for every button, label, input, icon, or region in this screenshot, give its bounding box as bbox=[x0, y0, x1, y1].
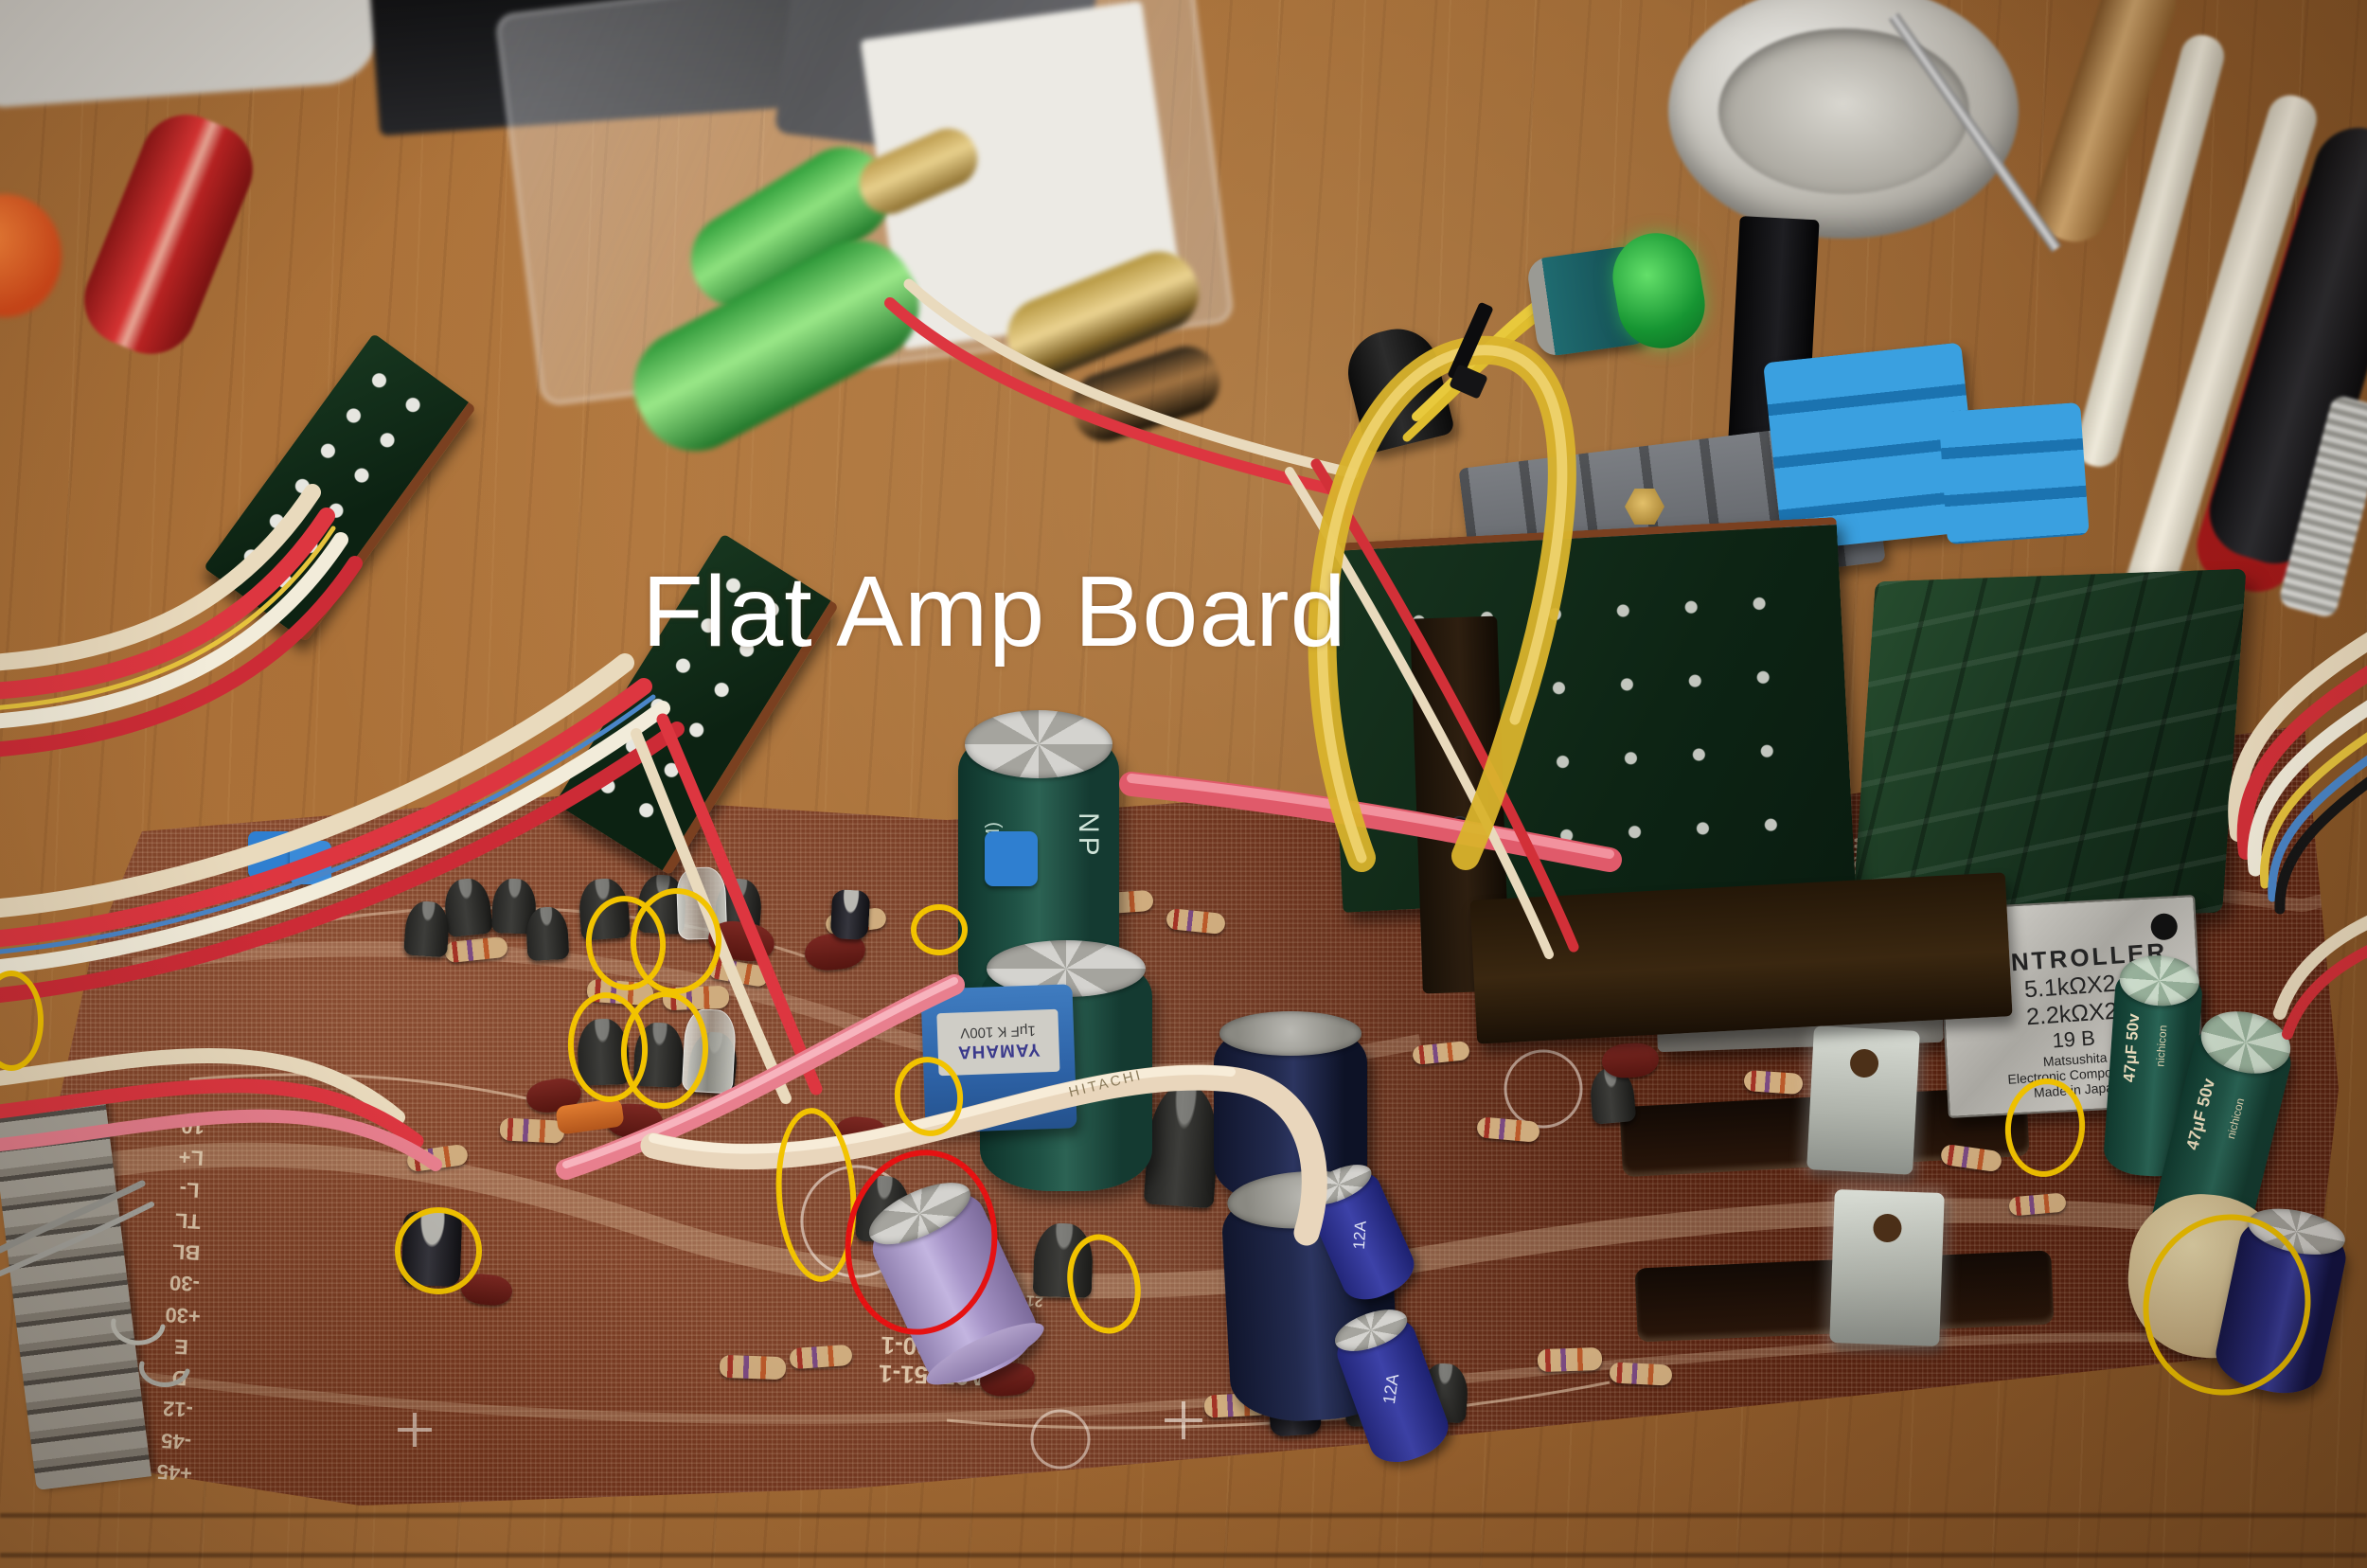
blue-trimmer bbox=[985, 831, 1038, 886]
yamaha-film-capacitor: YAMAHA 1μF K 100V bbox=[920, 984, 1077, 1133]
component-tr bbox=[576, 1018, 631, 1086]
capacitor-vent-top bbox=[861, 1170, 980, 1257]
yellow-annotation-circle bbox=[1058, 1227, 1150, 1341]
component-res bbox=[499, 1117, 565, 1144]
small-blue-capacitor: 12A bbox=[1329, 1301, 1456, 1472]
edge-pin-label: -45 bbox=[160, 1428, 192, 1454]
yellow-annotation-circle bbox=[770, 1105, 863, 1285]
capacitor-marking: 12A bbox=[1379, 1372, 1403, 1406]
controller-body bbox=[1851, 568, 2247, 926]
component-mar bbox=[803, 930, 867, 973]
component-res bbox=[1609, 1362, 1673, 1386]
desk-plank-groove bbox=[0, 1553, 2367, 1558]
component-bk bbox=[829, 888, 871, 941]
component-res bbox=[1476, 1116, 1540, 1143]
component-bk bbox=[400, 1210, 463, 1288]
component-res bbox=[405, 1143, 470, 1173]
nichicon-brand: nichicon bbox=[2153, 1025, 2170, 1068]
component-res bbox=[706, 956, 771, 989]
component-trc bbox=[675, 866, 728, 940]
component-mar bbox=[524, 1076, 584, 1115]
capacitor-marking: 12A bbox=[1349, 1220, 1370, 1251]
connector-pcb-green bbox=[203, 332, 477, 643]
component-res bbox=[719, 1354, 787, 1381]
edge-pin-label: L- bbox=[179, 1177, 201, 1203]
edge-pin-label: D bbox=[171, 1365, 188, 1391]
component-tr bbox=[441, 876, 494, 938]
solder-joints bbox=[224, 350, 445, 608]
component-tr bbox=[491, 878, 537, 935]
yamaha-label: YAMAHA 1μF K 100V bbox=[936, 1008, 1060, 1077]
edge-connector bbox=[0, 1100, 151, 1490]
component-res bbox=[1166, 907, 1226, 935]
yamaha-value: 1μF K 100V bbox=[959, 1023, 1037, 1042]
to220-transistor bbox=[1806, 1025, 1920, 1175]
component-tr bbox=[632, 1022, 685, 1088]
nichicon-value: 47μF 50v bbox=[2182, 1076, 2219, 1152]
dark-bracket-bar bbox=[1469, 872, 2013, 1044]
component-tr bbox=[577, 877, 632, 941]
desk-plank-groove bbox=[0, 1513, 2367, 1518]
yellow-annotation-circle bbox=[581, 891, 670, 995]
component-tr bbox=[525, 905, 570, 962]
caption-flat-amp-board: Flat Amp Board bbox=[642, 556, 1347, 668]
component-mar bbox=[459, 1272, 514, 1308]
blue-connector-housing bbox=[1938, 401, 2090, 545]
component-tr bbox=[403, 900, 451, 958]
white-cloth bbox=[0, 0, 383, 109]
edge-pin-label: 10 bbox=[180, 1114, 205, 1139]
component-mar bbox=[705, 918, 777, 965]
edge-pin-label: E bbox=[173, 1334, 189, 1360]
capacitor-vent-top bbox=[964, 710, 1113, 778]
nichicon-value: 47μF 50v bbox=[2120, 1012, 2144, 1083]
bracket-hole bbox=[1449, 815, 1471, 838]
yellow-annotation-circle bbox=[617, 989, 712, 1112]
component-tr bbox=[1143, 1082, 1222, 1209]
edge-pin-label: +30 bbox=[164, 1302, 202, 1328]
orange-ball bbox=[0, 194, 62, 317]
capacitor-vent-top bbox=[2194, 1003, 2297, 1083]
component-res bbox=[2008, 1192, 2067, 1217]
capacitor-vent-top bbox=[1219, 1011, 1361, 1056]
edge-pin-label: -12 bbox=[162, 1397, 194, 1423]
component-res bbox=[1412, 1040, 1470, 1066]
component-res bbox=[662, 985, 730, 1011]
nichicon-brand: nichicon bbox=[2224, 1096, 2248, 1141]
to220-hole bbox=[1872, 1213, 1902, 1243]
sub-board-green bbox=[1324, 517, 1856, 913]
blue-trimmer bbox=[248, 831, 294, 879]
component-tr bbox=[636, 873, 687, 935]
to220-hole bbox=[1849, 1048, 1879, 1078]
edge-pin-label: L+ bbox=[178, 1145, 205, 1171]
to220-transistor bbox=[1829, 1189, 1945, 1346]
component-res bbox=[1537, 1346, 1603, 1373]
blue-trimmer bbox=[290, 841, 331, 884]
yellow-annotation-circle bbox=[564, 989, 651, 1105]
component-tr bbox=[1032, 1221, 1095, 1299]
transistor-on-wires bbox=[1339, 320, 1456, 454]
component-or bbox=[555, 1097, 625, 1135]
edge-pin-label: +45 bbox=[156, 1459, 193, 1486]
edge-pin-label: TL bbox=[174, 1208, 202, 1234]
component-trc bbox=[681, 1007, 738, 1095]
edge-pin-label: -30 bbox=[169, 1271, 201, 1297]
component-res bbox=[444, 935, 508, 964]
component-tr bbox=[713, 877, 764, 937]
component-tr bbox=[685, 1029, 740, 1096]
edge-pin-label: BL bbox=[171, 1239, 201, 1265]
component-res bbox=[1743, 1069, 1804, 1096]
capacitor-vent-top bbox=[2243, 1201, 2350, 1262]
yellow-annotation-circle bbox=[627, 884, 725, 998]
component-res bbox=[824, 906, 888, 936]
component-mar bbox=[833, 1114, 890, 1152]
screwdriver-red-handle bbox=[70, 100, 267, 368]
yellow-annotation-circle bbox=[395, 1207, 482, 1294]
yamaha-brand: YAMAHA bbox=[956, 1039, 1041, 1063]
yellow-annotation-circle bbox=[0, 971, 44, 1071]
component-res bbox=[586, 978, 654, 1007]
capacitor-marking: NP bbox=[1073, 812, 1104, 860]
component-mar bbox=[604, 1101, 665, 1141]
component-mar bbox=[1600, 1041, 1661, 1080]
